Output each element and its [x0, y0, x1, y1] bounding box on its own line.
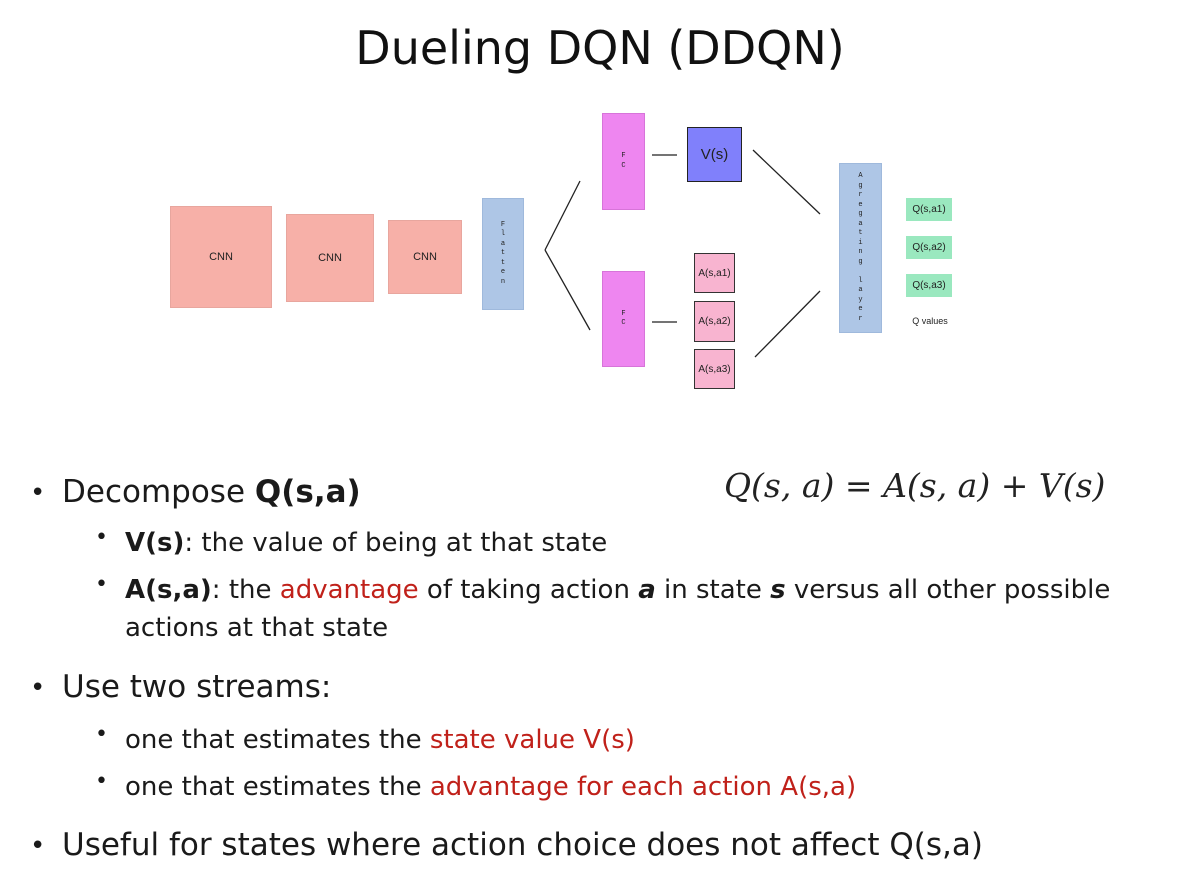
bullet-advantage-def: A(s,a): the advantage of taking action a… [125, 575, 1111, 605]
bullet-advantage-def-cont: actions at that state [125, 613, 389, 643]
q-value-1: Q(s,a1) [906, 198, 952, 221]
bullet-two-streams: Use two streams: [62, 669, 332, 705]
bullet-dot: • [30, 478, 46, 508]
bullet-decompose: Decompose Q(s,a) [62, 474, 361, 510]
flatten-layer: F l a t t e n [482, 198, 524, 310]
aggregating-label: A g r e g a t i n g l a y e r [858, 172, 863, 323]
flatten-label: F l a t t e n [500, 220, 506, 286]
dueling-formula: Q(s, a) = A(s, a) + V(s) [724, 466, 1105, 505]
branch-line-upper [544, 180, 581, 251]
value-node: V(s) [687, 127, 742, 182]
advantage-node-1: A(s,a1) [694, 253, 735, 293]
slide-title: Dueling DQN (DDQN) [355, 21, 845, 75]
bullet-dot: • [95, 525, 108, 550]
fc-label-lower: F C [621, 309, 626, 328]
formula-lhs: Q(s, a) [724, 466, 835, 505]
value-to-agg-line [752, 149, 821, 215]
bullet-dot: • [30, 831, 46, 861]
formula-term-advantage: A(s, a) [883, 466, 991, 505]
q-value-3: Q(s,a3) [906, 274, 952, 297]
bullet-state-value-stream: one that estimates the state value V(s) [125, 725, 635, 755]
fc-layer-value-stream: F C [602, 113, 645, 210]
fc-label-upper: F C [621, 152, 626, 170]
cnn-layer-2: CNN [286, 214, 374, 302]
advantage-node-2: A(s,a2) [694, 301, 735, 342]
formula-plus: + [1000, 466, 1029, 505]
branch-line-lower [544, 249, 591, 331]
advantage-to-agg-line [754, 290, 821, 358]
formula-equals: = [844, 466, 873, 505]
bullet-dot: • [30, 673, 46, 703]
bullet-dot: • [95, 769, 108, 794]
formula-term-value: V(s) [1038, 466, 1106, 505]
aggregating-layer: A g r e g a t i n g l a y e r [839, 163, 882, 333]
fc-layer-advantage-stream: F C [602, 271, 645, 367]
cnn-layer-3: CNN [388, 220, 462, 294]
q-values-caption: Q values [912, 316, 948, 326]
advantage-node-3: A(s,a3) [694, 349, 735, 389]
bullet-dot: • [95, 722, 108, 747]
q-value-2: Q(s,a2) [906, 236, 952, 259]
cnn-layer-1: CNN [170, 206, 272, 308]
bullet-advantage-stream: one that estimates the advantage for eac… [125, 772, 857, 802]
bullet-dot: • [95, 572, 108, 597]
bullet-useful: Useful for states where action choice do… [62, 827, 983, 863]
bullet-value-def: V(s): the value of being at that state [125, 528, 608, 558]
